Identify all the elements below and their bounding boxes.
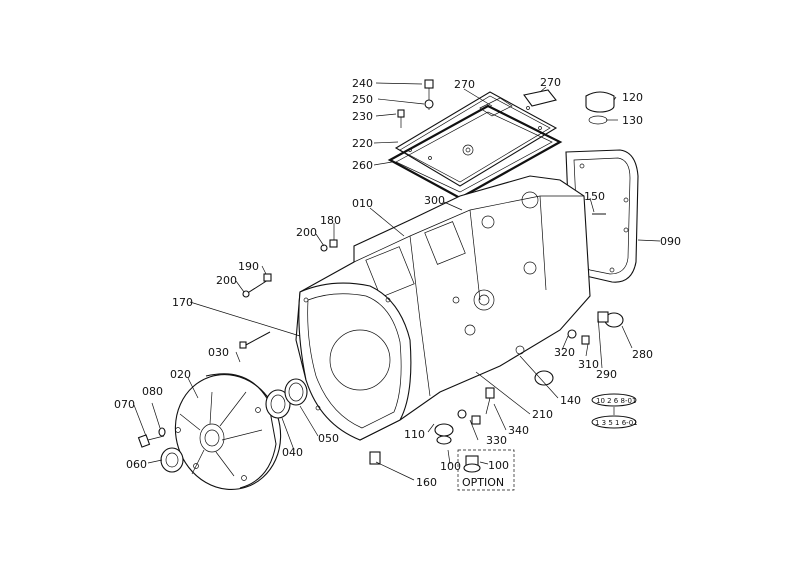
label-290: 290 xyxy=(596,368,617,381)
label-270a: 270 xyxy=(454,78,475,91)
top-cover-plate xyxy=(394,91,558,187)
option-label: OPTION xyxy=(462,476,504,489)
label-120: 120 xyxy=(622,91,643,104)
option-box: 100 OPTION xyxy=(457,449,515,491)
plug-280 xyxy=(597,311,624,328)
washer-080 xyxy=(158,427,166,437)
label-240: 240 xyxy=(352,77,373,90)
label-170: 170 xyxy=(172,296,193,309)
label-260: 260 xyxy=(352,159,373,172)
label-230: 230 xyxy=(352,110,373,123)
ring-040 xyxy=(265,389,291,419)
label-090: 090 xyxy=(660,235,681,248)
label-110: 110 xyxy=(404,428,425,441)
label-060: 060 xyxy=(126,458,147,471)
drain-plug-330 xyxy=(457,409,481,425)
label-160: 160 xyxy=(416,476,437,489)
label-330: 330 xyxy=(486,434,507,447)
ring-050 xyxy=(284,378,308,406)
label-300: 300 xyxy=(424,194,445,207)
label-080: 080 xyxy=(142,385,163,398)
bolts-top xyxy=(397,79,434,128)
label-200b: 200 xyxy=(216,274,237,287)
bolt-190 xyxy=(242,273,272,298)
label-180: 180 xyxy=(320,214,341,227)
code-stamp-1: 10 2 6 8-01 xyxy=(596,397,636,405)
label-340: 340 xyxy=(508,424,529,437)
label-030: 030 xyxy=(208,346,229,359)
leader-lines xyxy=(133,82,661,481)
label-310: 310 xyxy=(578,358,599,371)
plug-140 xyxy=(534,370,554,386)
gasket xyxy=(387,104,563,200)
code-stamps: 10 2 6 8-01 1 3 5 1 6-01 xyxy=(591,393,638,429)
label-210: 210 xyxy=(532,408,553,421)
fitting-110 xyxy=(434,423,454,445)
label-280: 280 xyxy=(632,348,653,361)
label-100b: 100 xyxy=(488,459,509,472)
bellhousing xyxy=(298,282,412,441)
stud-170 xyxy=(239,331,271,349)
bolt-070 xyxy=(137,434,165,448)
label-070: 070 xyxy=(114,398,135,411)
label-190: 190 xyxy=(238,260,259,273)
code-stamp-2: 1 3 5 1 6-01 xyxy=(595,419,638,427)
label-220: 220 xyxy=(352,137,373,150)
bolt-180 xyxy=(320,239,338,252)
label-200a: 200 xyxy=(296,226,317,239)
bolt-310-320 xyxy=(567,329,590,345)
seal-060 xyxy=(160,447,184,473)
label-270b: 270 xyxy=(540,76,561,89)
label-040: 040 xyxy=(282,446,303,459)
bolt-340 xyxy=(485,387,495,415)
label-320: 320 xyxy=(554,346,575,359)
part-labels: 240 250 230 220 260 270 270 120 130 090 … xyxy=(114,76,681,489)
filler-cap xyxy=(585,91,615,125)
front-cover-030 xyxy=(174,373,282,491)
label-140: 140 xyxy=(560,394,581,407)
label-020: 020 xyxy=(170,368,191,381)
small-plate-270 xyxy=(523,89,557,107)
label-010: 010 xyxy=(352,197,373,210)
label-250: 250 xyxy=(352,93,373,106)
label-100a: 100 xyxy=(440,460,461,473)
label-050: 050 xyxy=(318,432,339,445)
label-130: 130 xyxy=(622,114,643,127)
plug-160 xyxy=(369,451,381,465)
label-150: 150 xyxy=(584,190,605,203)
